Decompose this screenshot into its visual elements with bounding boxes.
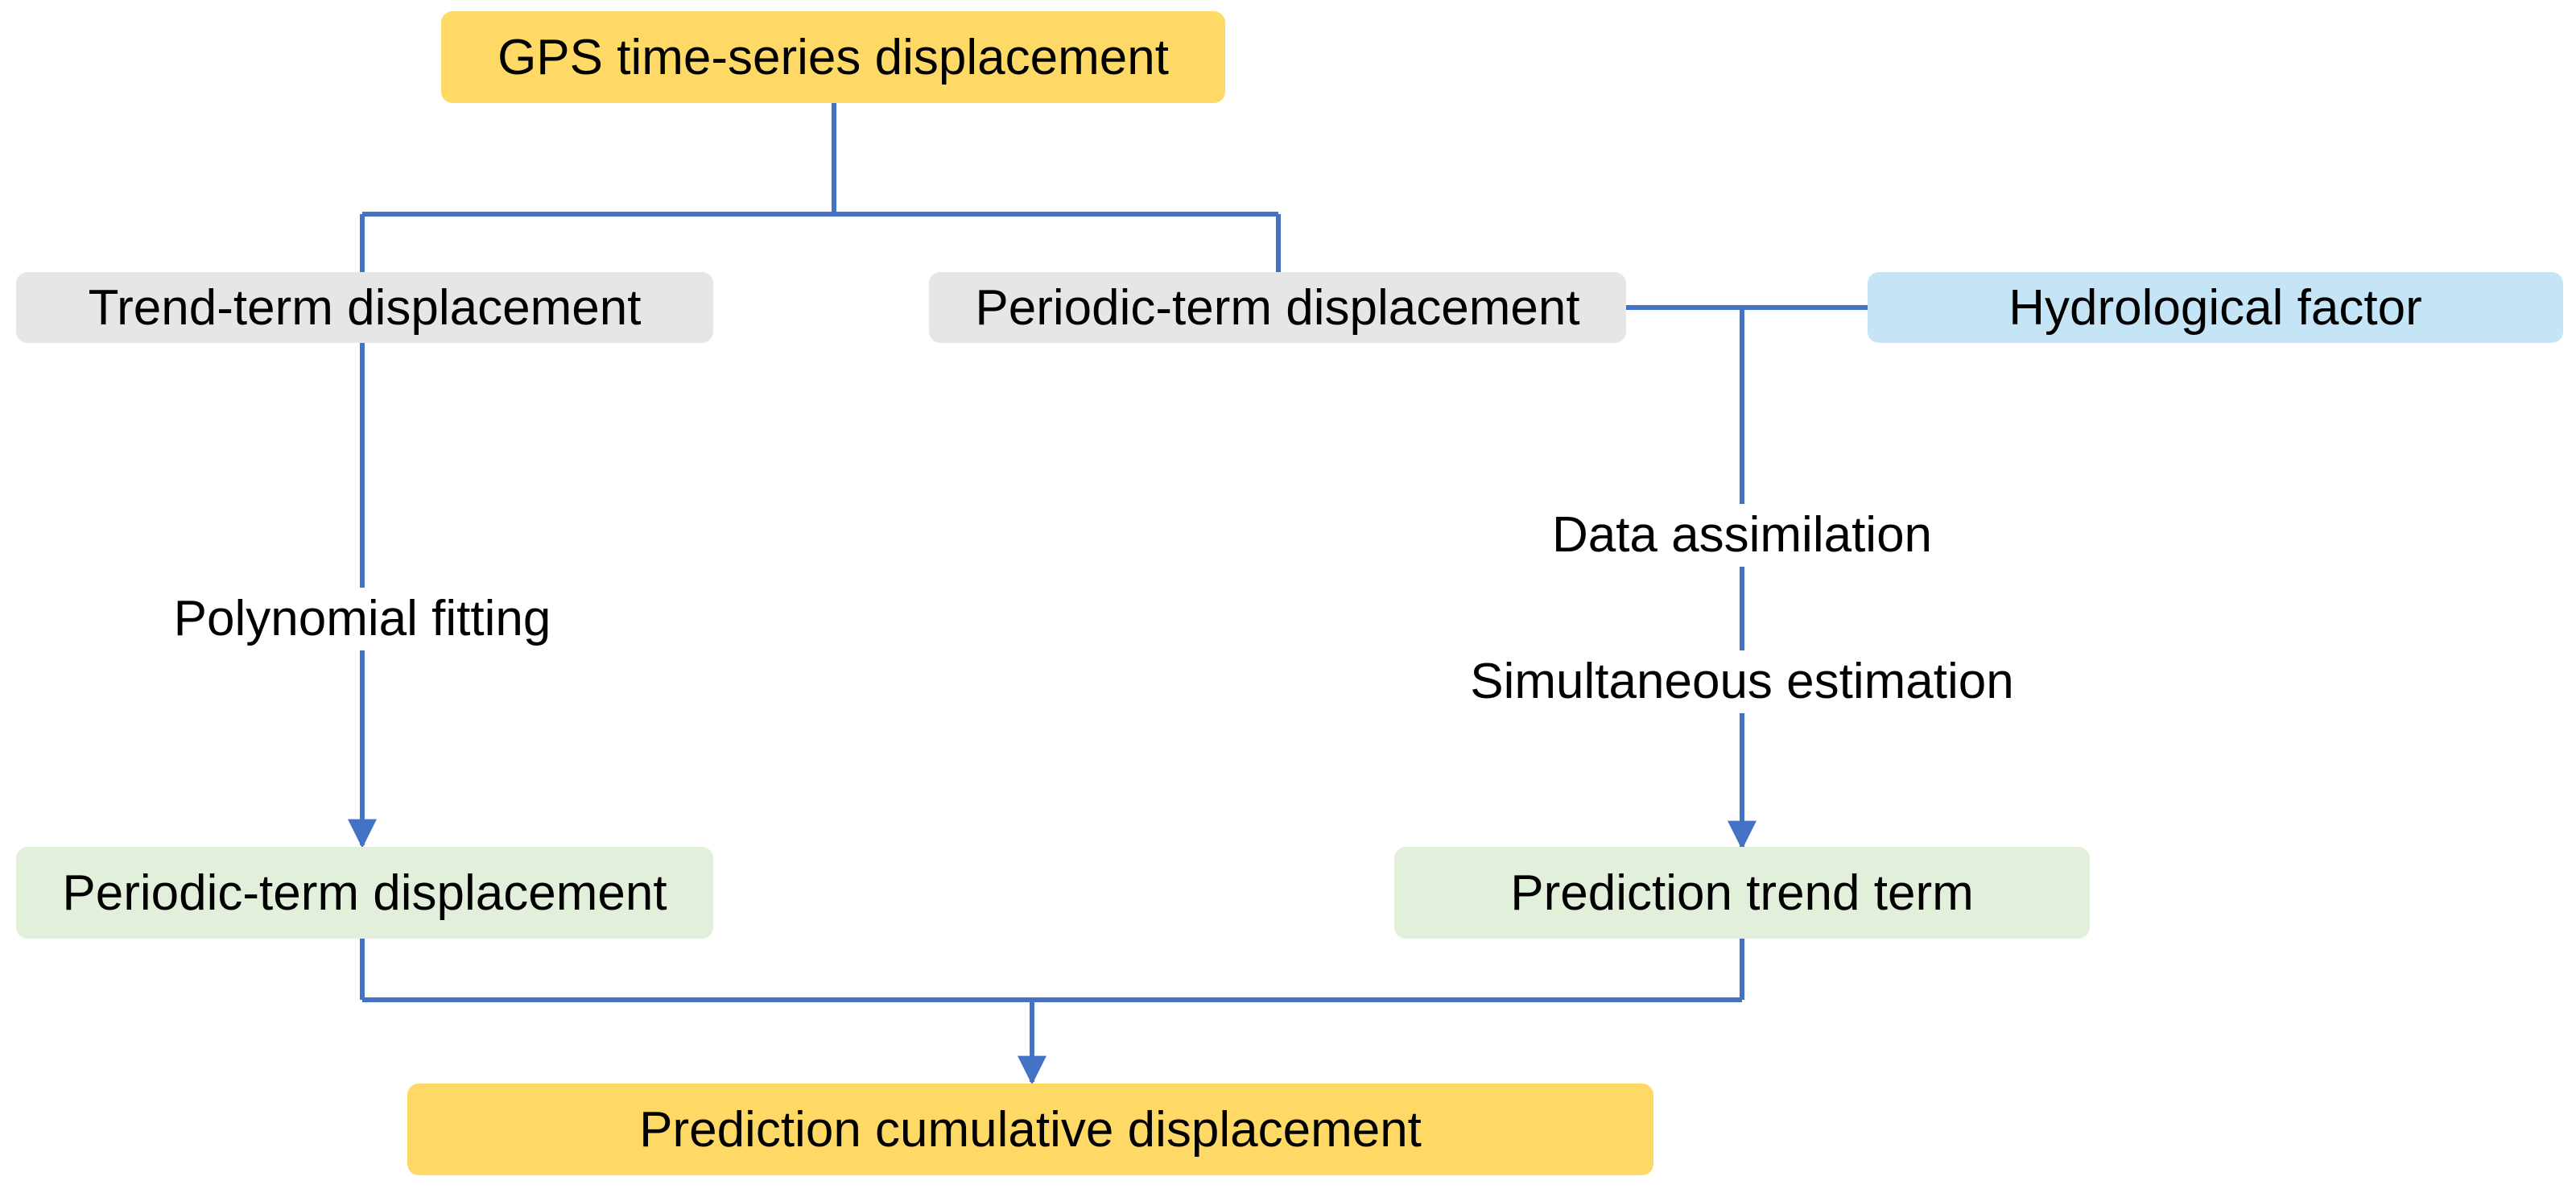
node-trend-term: Trend-term displacement <box>16 272 713 343</box>
node-prediction-trend-term: Prediction trend term <box>1394 847 2090 939</box>
node-hydrological-factor: Hydrological factor <box>1868 272 2563 343</box>
label-simultaneous-estimation: Simultaneous estimation <box>1457 650 2027 713</box>
node-periodic-term: Periodic-term displacement <box>929 272 1626 343</box>
node-gps-displacement: GPS time-series displacement <box>441 11 1225 103</box>
label-data-assimilation: Data assimilation <box>1538 504 1946 567</box>
node-prediction-cumulative: Prediction cumulative displacement <box>407 1084 1653 1175</box>
label-polynomial-fitting: Polynomial fitting <box>160 588 564 650</box>
node-periodic-term-predicted: Periodic-term displacement <box>16 847 713 939</box>
